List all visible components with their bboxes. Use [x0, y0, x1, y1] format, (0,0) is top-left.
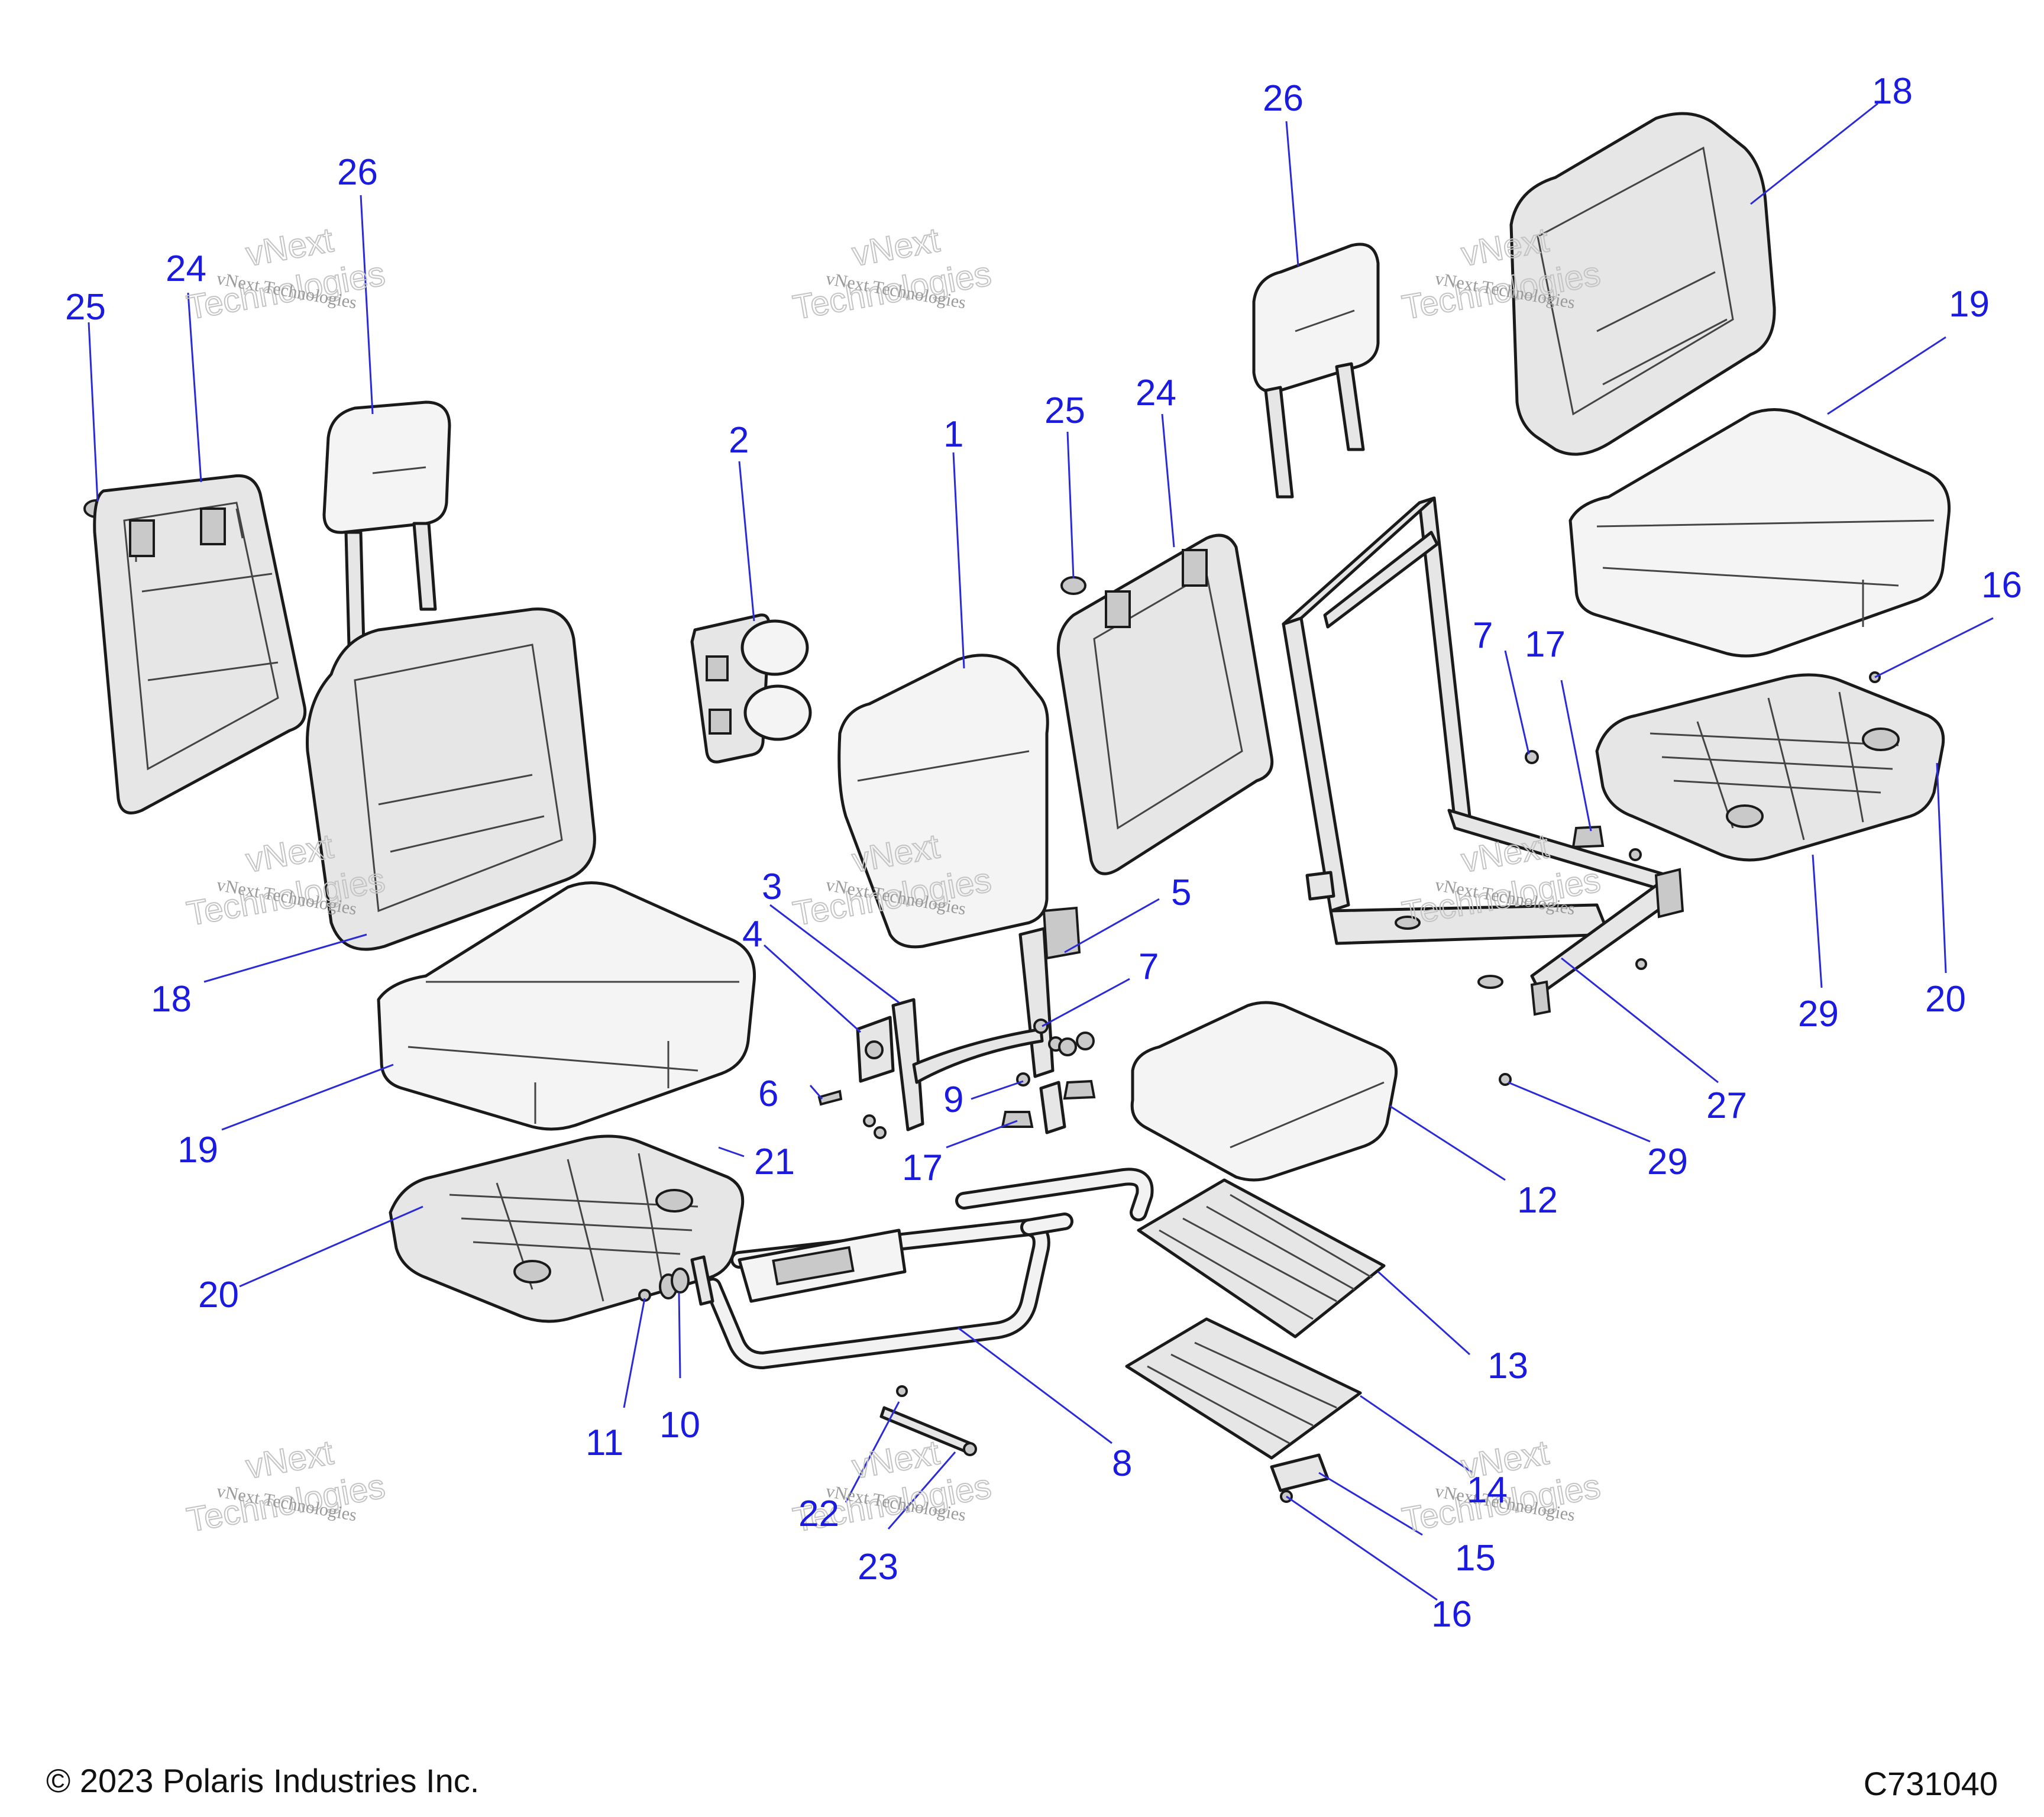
callout-4: 4 — [742, 914, 762, 955]
callout-17-right: 17 — [1525, 624, 1566, 665]
pivot-bracket-part-3-5 — [891, 906, 1081, 1131]
callout-1: 1 — [943, 414, 963, 455]
callout-15: 15 — [1455, 1538, 1496, 1579]
hinge-bracket-part-4 — [856, 1016, 895, 1083]
pan-tray-part-13 — [1137, 1178, 1386, 1338]
washer-bolt-part-10-11 — [638, 1255, 714, 1306]
callout-26-right: 26 — [1263, 78, 1304, 119]
callout-9: 9 — [943, 1079, 963, 1120]
center-backrest-part-1 — [837, 654, 1049, 949]
callout-24-right: 24 — [1136, 373, 1176, 413]
callout-29-lower: 29 — [1647, 1142, 1688, 1182]
callout-25-right: 25 — [1044, 390, 1085, 431]
headrest-part-26-right — [1252, 243, 1380, 499]
watermark-bottom-left: vNext Technologies vNext Technologies — [183, 1433, 389, 1540]
headrest-part-26-left — [322, 400, 451, 646]
leader-lines — [88, 102, 1994, 1601]
callout-14: 14 — [1467, 1470, 1508, 1511]
seat-back-part-18-left — [306, 607, 596, 951]
callout-29-right: 29 — [1798, 994, 1839, 1034]
copyright-text: © 2023 Polaris Industries Inc. — [46, 1762, 479, 1799]
callout-26-left: 26 — [337, 152, 378, 193]
callout-7-right: 7 — [1473, 615, 1493, 656]
callout-20-right: 20 — [1925, 979, 1966, 1020]
callout-24-left: 24 — [166, 248, 206, 289]
callout-5: 5 — [1171, 872, 1191, 913]
callout-16-lower: 16 — [1431, 1594, 1472, 1635]
watermark-top-center: vNext Technologies vNext Technologies — [790, 220, 995, 328]
callout-7-center: 7 — [1139, 946, 1159, 987]
grommet-part-25-right — [1060, 576, 1086, 595]
callout-3: 3 — [762, 867, 782, 907]
callout-13: 13 — [1487, 1346, 1528, 1386]
cushion-part-12 — [1130, 1001, 1398, 1182]
callout-17-center: 17 — [902, 1147, 943, 1188]
fold-frame-part-8 — [704, 1081, 1154, 1369]
callout-27: 27 — [1706, 1085, 1747, 1126]
cup-holder-part-2 — [690, 613, 812, 764]
callout-16-right: 16 — [1981, 565, 2022, 606]
callout-22: 22 — [798, 1493, 839, 1534]
back-panel-part-24-right — [1056, 534, 1274, 875]
callout-11: 11 — [586, 1422, 623, 1463]
watermark-top-left: vNext Technologies vNext Technologies — [183, 220, 389, 328]
seat-bottom-part-19-left — [377, 881, 756, 1131]
seat-bottom-part-19-right — [1568, 408, 1951, 658]
callout-19-right: 19 — [1949, 284, 1990, 325]
callout-8: 8 — [1112, 1443, 1132, 1484]
gas-strut-part-22-23 — [879, 1385, 977, 1456]
callout-2: 2 — [729, 420, 749, 461]
pan-tray-part-14 — [1125, 1317, 1362, 1460]
callout-25-left: 25 — [65, 287, 106, 328]
watermark-bottom-right: vNext Technologies vNext Technologies — [1399, 1433, 1604, 1540]
fasteners-center — [817, 1019, 1096, 1139]
seat-pan-part-20-left — [389, 1134, 745, 1323]
callout-12: 12 — [1517, 1180, 1558, 1221]
callout-18-right: 18 — [1872, 71, 1913, 112]
callout-6: 6 — [758, 1074, 778, 1114]
callout-10: 10 — [659, 1405, 700, 1446]
callout-18-left: 18 — [151, 979, 192, 1020]
back-panel-part-24-left — [93, 474, 307, 814]
callout-19-left: 19 — [177, 1130, 218, 1171]
seat-pan-part-20-right — [1595, 673, 1945, 862]
callout-23: 23 — [858, 1547, 898, 1588]
diagram-code: C731040 — [1864, 1765, 1998, 1802]
callout-21: 21 — [754, 1142, 795, 1182]
callout-20-left: 20 — [198, 1275, 239, 1315]
callout-labels: 1 2 3 4 5 6 7 7 8 9 10 11 12 13 14 15 16… — [65, 71, 2022, 1635]
seat-back-part-18-right — [1509, 112, 1776, 456]
seat-frame-part-27 — [1282, 496, 1684, 1016]
